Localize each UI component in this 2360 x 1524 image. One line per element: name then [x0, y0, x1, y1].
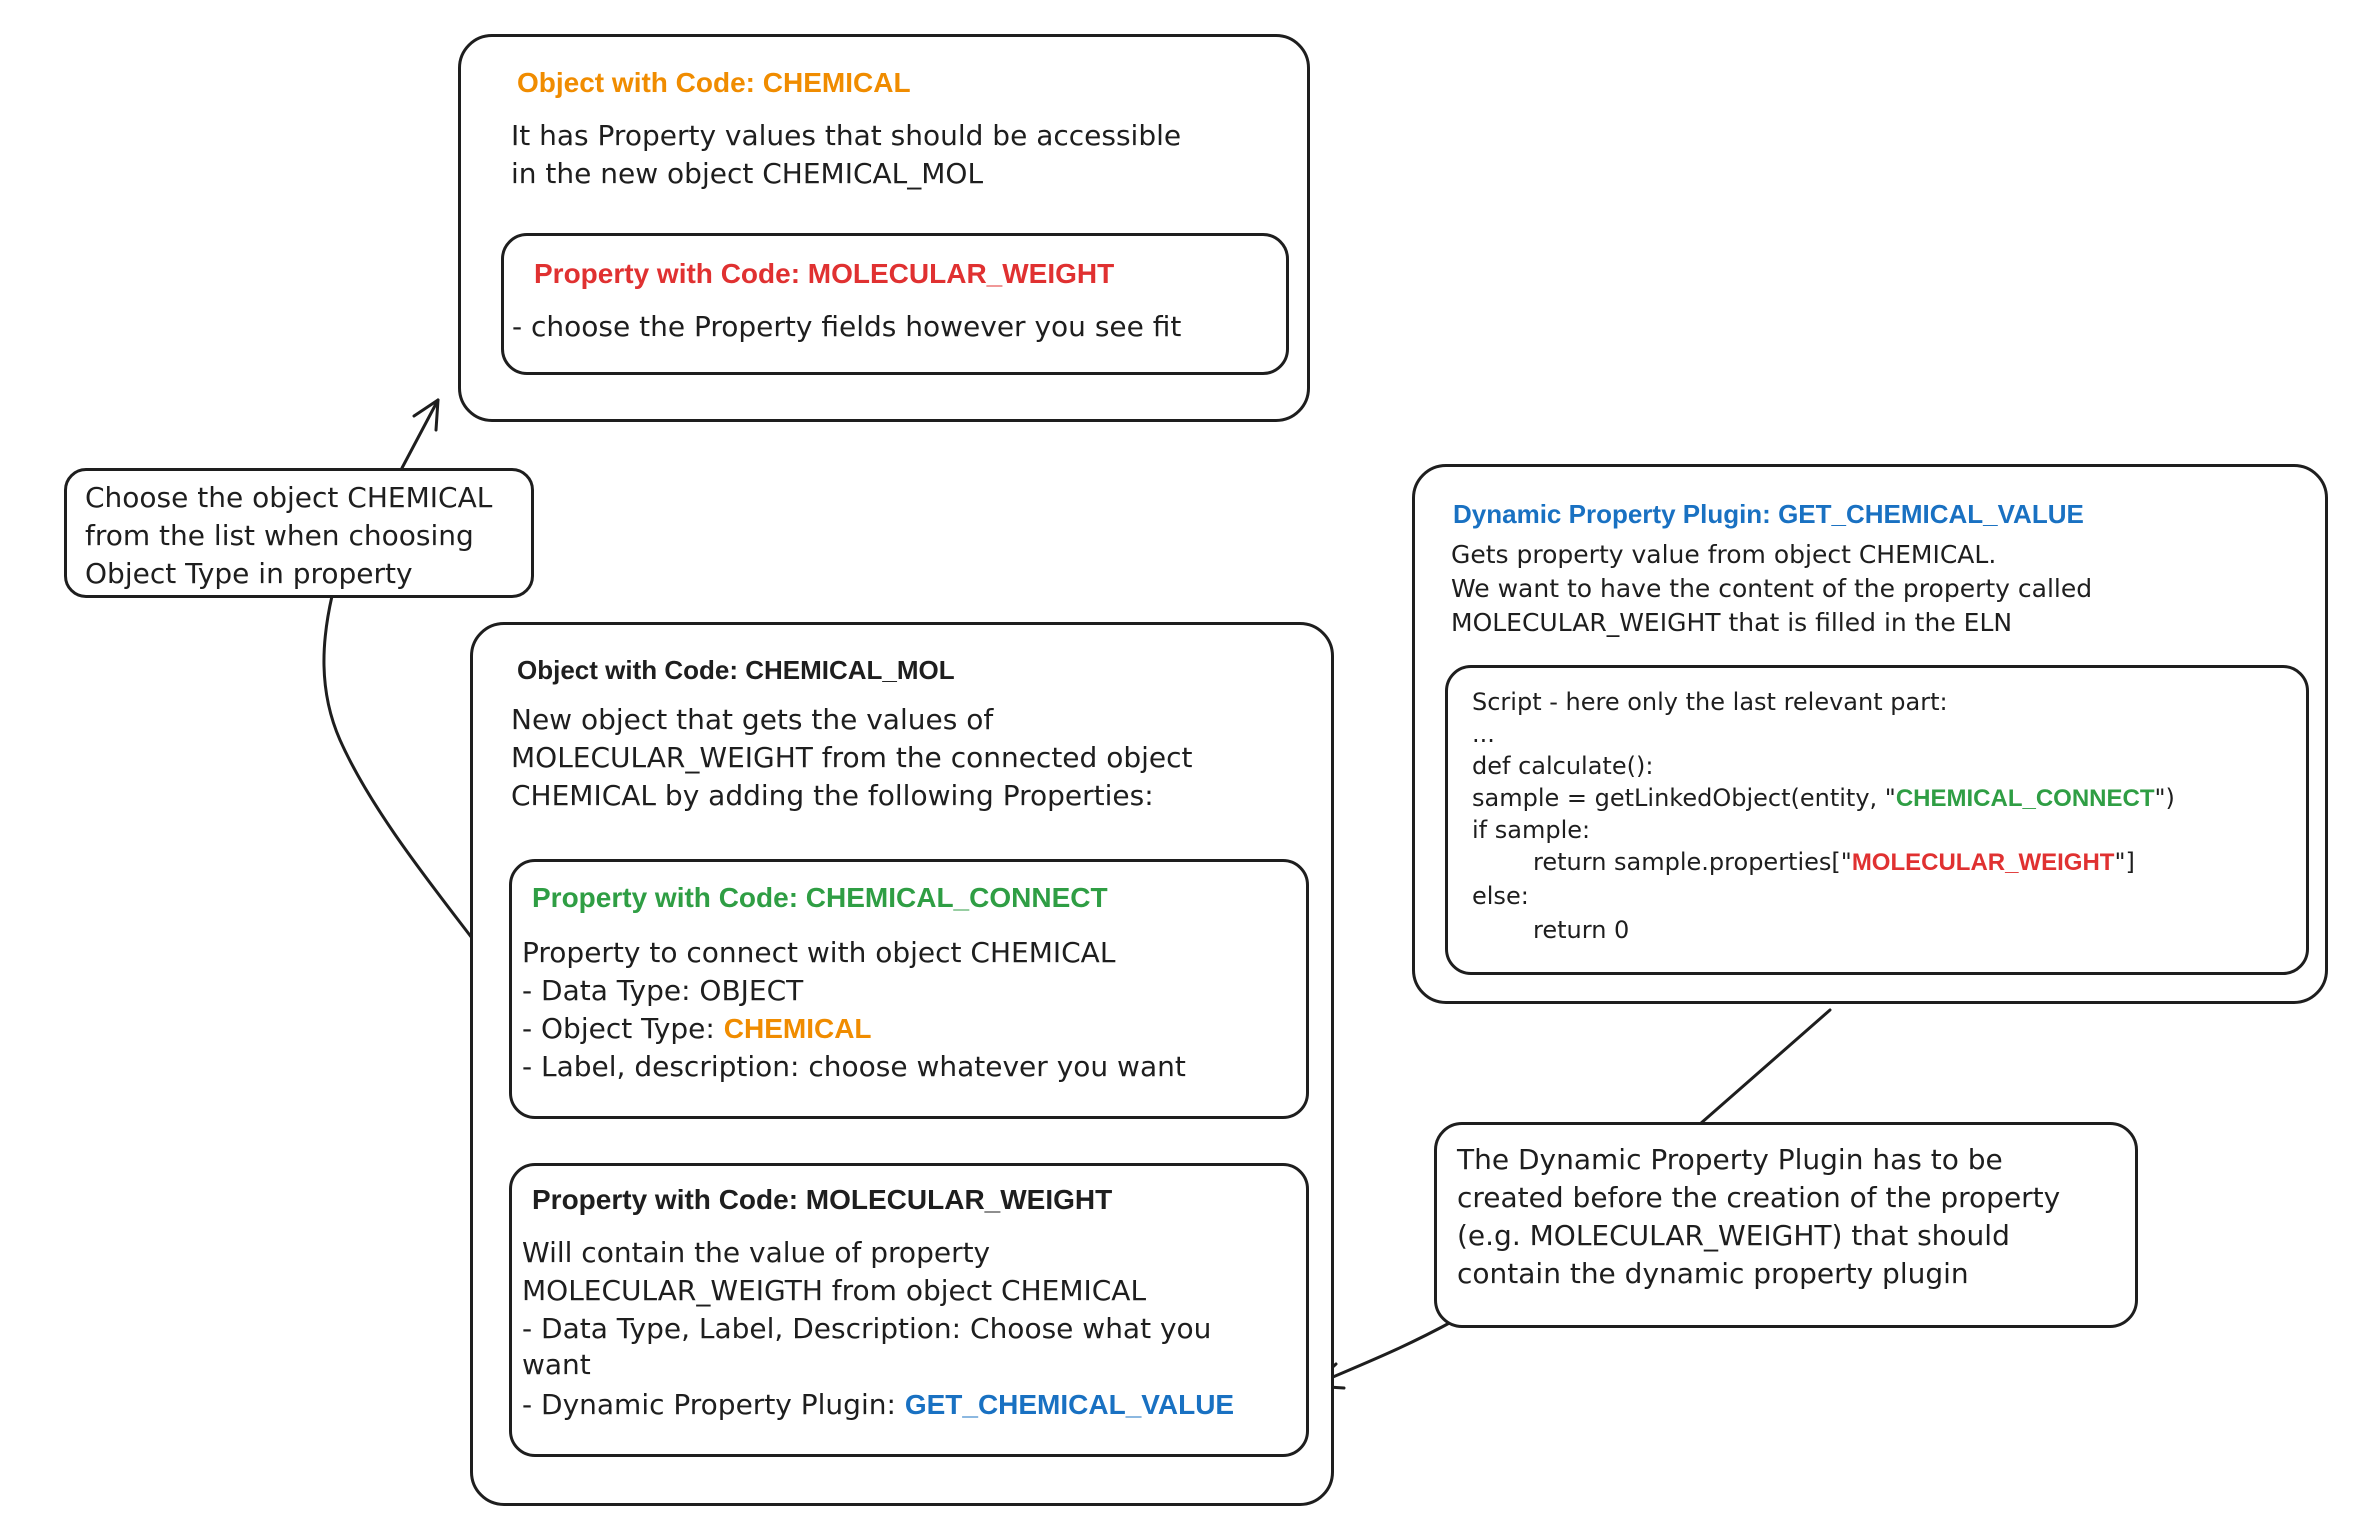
script-line-6-value: MOLECULAR_WEIGHT	[1851, 849, 2115, 876]
weight-property-line-3: - Data Type, Label, Description: Choose …	[522, 1312, 1212, 1345]
weight-plugin-label: - Dynamic Property Plugin:	[522, 1388, 905, 1421]
molecular-weight-property-box: Property with Code: MOLECULAR_WEIGHT Wil…	[509, 1163, 1309, 1457]
chemical-weight-property-text: - choose the Property fields however you…	[512, 310, 1182, 343]
script-line-6-prefix: return sample.properties["	[1472, 848, 1852, 876]
script-line-1: Script - here only the last relevant par…	[1472, 688, 1948, 716]
chemical-object-title: Object with Code: CHEMICAL	[517, 67, 911, 98]
connect-object-type-value: CHEMICAL	[723, 1013, 872, 1044]
weight-property-line-4: want	[522, 1348, 591, 1381]
plugin-desc-2: We want to have the content of the prope…	[1451, 574, 2093, 603]
chemical-mol-desc-1: New object that gets the values of	[511, 703, 994, 736]
script-line-4-value: CHEMICAL_CONNECT	[1895, 785, 2155, 812]
order-note-line-2: created before the creation of the prope…	[1457, 1181, 2061, 1214]
chemical-weight-property-title: Property with Code: MOLECULAR_WEIGHT	[534, 258, 1115, 289]
weight-plugin-value: GET_CHEMICAL_VALUE	[904, 1389, 1235, 1420]
line-connect-to-note	[322, 594, 512, 992]
order-note-line-1: The Dynamic Property Plugin has to be	[1457, 1143, 2003, 1176]
weight-property-plugin-line: - Dynamic Property Plugin: GET_CHEMICAL_…	[522, 1386, 1234, 1424]
line-plugin-to-note	[1698, 1008, 1832, 1126]
chemical-mol-desc-2: MOLECULAR_WEIGHT from the connected obje…	[511, 741, 1193, 774]
choose-note-line-3: Object Type in property	[85, 557, 413, 590]
connect-property-line-2: - Data Type: OBJECT	[522, 974, 804, 1007]
script-line-6-suffix: "]	[2114, 848, 2135, 876]
script-line-2: ...	[1472, 720, 1495, 748]
plugin-desc-3: MOLECULAR_WEIGHT that is filled in the E…	[1451, 608, 2013, 637]
connect-property-line-3: - Object Type: CHEMICAL	[522, 1010, 872, 1048]
plugin-order-note: The Dynamic Property Plugin has to be cr…	[1434, 1122, 2138, 1328]
weight-property-line-1: Will contain the value of property	[522, 1236, 991, 1269]
chemical-object-desc-1: It has Property values that should be ac…	[511, 119, 1182, 152]
chemical-connect-property-title: Property with Code: CHEMICAL_CONNECT	[532, 882, 1108, 913]
script-line-6: return sample.properties["MOLECULAR_WEIG…	[1472, 846, 2135, 879]
connect-object-type-label: - Object Type:	[522, 1012, 724, 1045]
script-line-8: return 0	[1472, 916, 1630, 944]
weight-property-line-2: MOLECULAR_WEIGTH from object CHEMICAL	[522, 1274, 1147, 1307]
script-line-4-prefix: sample = getLinkedObject(entity, "	[1472, 784, 1896, 812]
chemical-mol-desc-3: CHEMICAL by adding the following Propert…	[511, 779, 1154, 812]
script-line-4: sample = getLinkedObject(entity, "CHEMIC…	[1472, 782, 2175, 815]
choose-object-note: Choose the object CHEMICAL from the list…	[64, 468, 534, 598]
connect-property-line-1: Property to connect with object CHEMICAL	[522, 936, 1116, 969]
molecular-weight-property-title: Property with Code: MOLECULAR_WEIGHT	[532, 1184, 1113, 1215]
chemical-object-box: Object with Code: CHEMICAL It has Proper…	[458, 34, 1310, 422]
chemical-connect-property-box: Property with Code: CHEMICAL_CONNECT Pro…	[509, 859, 1309, 1119]
plugin-desc-1: Gets property value from object CHEMICAL…	[1451, 540, 1997, 569]
script-line-4-suffix: ")	[2154, 784, 2175, 812]
chemical-weight-property-box: Property with Code: MOLECULAR_WEIGHT - c…	[501, 233, 1289, 375]
plugin-title: Dynamic Property Plugin: GET_CHEMICAL_VA…	[1453, 499, 2084, 529]
script-line-7: else:	[1472, 882, 1529, 910]
order-note-line-4: contain the dynamic property plugin	[1457, 1257, 1969, 1290]
script-line-5: if sample:	[1472, 816, 1591, 844]
choose-note-line-1: Choose the object CHEMICAL	[85, 481, 493, 514]
chemical-mol-object-box: Object with Code: CHEMICAL_MOL New objec…	[470, 622, 1334, 1506]
order-note-line-3: (e.g. MOLECULAR_WEIGHT) that should	[1457, 1219, 2010, 1252]
plugin-script-box: Script - here only the last relevant par…	[1445, 665, 2309, 975]
connect-property-line-4: - Label, description: choose whatever yo…	[522, 1050, 1186, 1083]
arrow-note-to-chemical	[400, 398, 440, 470]
script-line-3: def calculate():	[1472, 752, 1654, 780]
chemical-mol-object-title: Object with Code: CHEMICAL_MOL	[517, 655, 955, 685]
choose-note-line-2: from the list when choosing	[85, 519, 474, 552]
arrowhead-chemical	[412, 398, 440, 432]
chemical-object-desc-2: in the new object CHEMICAL_MOL	[511, 157, 984, 190]
dynamic-property-plugin-box: Dynamic Property Plugin: GET_CHEMICAL_VA…	[1412, 464, 2328, 1004]
